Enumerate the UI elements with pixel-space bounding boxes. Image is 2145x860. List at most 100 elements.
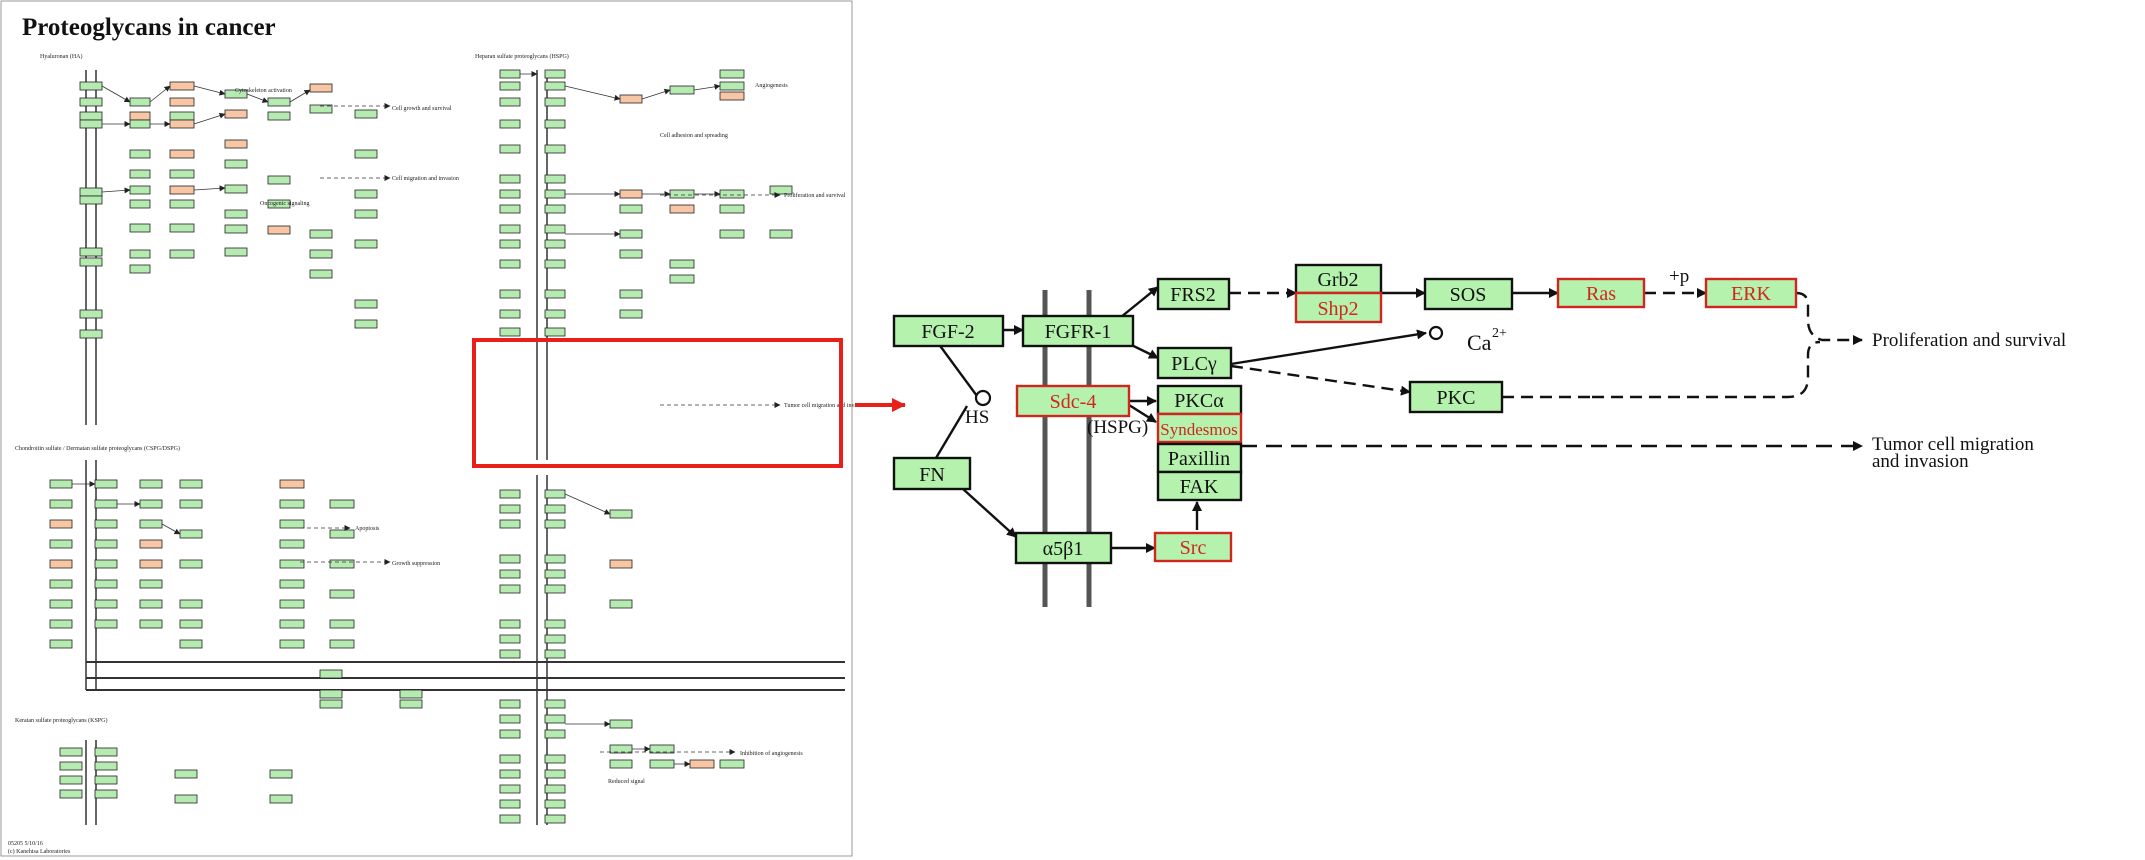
- overview-outcome-oncogenic: Oncogenic signaling: [260, 201, 310, 207]
- mini-node: [499, 584, 521, 594]
- node-pkc: PKC: [1408, 380, 1504, 414]
- mini-node: [544, 259, 566, 269]
- mini-node: [399, 689, 423, 699]
- mini-node: [544, 754, 566, 764]
- mini-node: [94, 579, 118, 589]
- mini-node: [139, 519, 163, 529]
- mini-node: [267, 175, 291, 185]
- mini-node: [309, 249, 333, 259]
- mini-node: [544, 784, 566, 794]
- mini-node: [94, 747, 118, 757]
- mini-node: [59, 747, 83, 757]
- mini-node: [49, 479, 73, 489]
- mini-node: [49, 559, 73, 569]
- mini-node: [544, 619, 566, 629]
- mini-node: [499, 754, 521, 764]
- mini-node: [79, 247, 103, 257]
- section-label-ha: Hyaluronan (HA): [40, 53, 83, 60]
- mini-node: [267, 225, 291, 235]
- mini-node: [309, 229, 333, 239]
- mini-edge: [641, 88, 671, 100]
- overview-footer-copyright: (c) Kanehisa Laboratories: [8, 848, 71, 855]
- mini-node: [619, 309, 643, 319]
- section-label-cspg: Chondroitin sulfate / Dermatan sulfate p…: [15, 445, 180, 452]
- svg-text:SOS: SOS: [1450, 284, 1487, 306]
- mini-node: [499, 204, 521, 214]
- mini-edge: [149, 85, 171, 103]
- svg-text:PKCα: PKCα: [1174, 390, 1224, 412]
- phosphorylation-label: +p: [1669, 266, 1689, 287]
- overview-title: Proteoglycans in cancer: [22, 14, 276, 41]
- mini-node: [139, 599, 163, 609]
- mini-node: [329, 639, 355, 649]
- mini-node: [59, 789, 83, 799]
- svg-text:α5β1: α5β1: [1043, 538, 1084, 560]
- mini-node: [609, 599, 633, 609]
- svg-text:FGF-2: FGF-2: [921, 321, 974, 343]
- mini-node: [319, 689, 343, 699]
- mini-node: [79, 119, 103, 129]
- mini-node: [269, 794, 293, 804]
- edge-plcg-pkc: [1230, 364, 1411, 396]
- mini-node: [129, 97, 151, 107]
- mini-node: [619, 189, 643, 199]
- highlight-box: [472, 338, 843, 468]
- mini-node: [544, 634, 566, 644]
- mini-node: [224, 247, 248, 257]
- mini-edge: [101, 85, 131, 103]
- section-label-hspg: Heparan sulfate proteoglycans (HSPG): [475, 53, 569, 60]
- mini-node: [129, 199, 151, 209]
- mini-node: [94, 499, 118, 509]
- edge-fn-hs: [934, 405, 969, 459]
- mini-node: [59, 775, 83, 785]
- mini-node: [499, 784, 521, 794]
- overview-outcome-migration: Cell migration and invasion: [392, 176, 459, 182]
- mini-node: [544, 289, 566, 299]
- svg-text:Sdc-4: Sdc-4: [1050, 391, 1097, 413]
- mini-node: [129, 185, 151, 195]
- mini-node: [179, 529, 203, 539]
- mini-node: [619, 94, 643, 104]
- edge-plcg-ca: [1230, 329, 1427, 366]
- overview-outcome-proliferation: Proliferation and survival: [784, 192, 846, 199]
- mini-node: [499, 489, 521, 499]
- node-ras: Ras: [1556, 277, 1646, 309]
- mini-node: [279, 559, 305, 569]
- node-fn: FN: [892, 456, 972, 491]
- mini-node: [129, 223, 151, 233]
- mini-node: [179, 619, 203, 629]
- mini-node: [94, 539, 118, 549]
- mini-node: [139, 479, 163, 489]
- overview-mini-pathways: [49, 69, 793, 824]
- mini-node: [544, 489, 566, 499]
- mini-node: [669, 204, 695, 214]
- mini-node: [354, 189, 378, 199]
- mini-node: [329, 619, 355, 629]
- mini-node: [499, 814, 521, 824]
- mini-node: [267, 111, 291, 121]
- mini-node: [499, 119, 521, 129]
- mini-node: [499, 81, 521, 91]
- mini-node: [354, 209, 378, 219]
- hs-label: HS: [965, 407, 989, 428]
- mini-edge: [193, 112, 226, 125]
- mini-node: [94, 479, 118, 489]
- mini-node: [169, 97, 195, 107]
- mini-node: [499, 309, 521, 319]
- mini-node: [499, 699, 521, 709]
- mini-node: [169, 81, 195, 91]
- mini-node: [49, 599, 73, 609]
- mini-node: [49, 619, 73, 629]
- mini-edge: [193, 85, 226, 96]
- node-fgf2: FGF-2: [892, 314, 1005, 348]
- mini-node: [499, 799, 521, 809]
- node-grb2: Grb2: [1294, 263, 1383, 295]
- svg-text:Grb2: Grb2: [1317, 269, 1358, 291]
- mini-node: [224, 139, 248, 149]
- mini-node: [544, 327, 566, 337]
- mini-node: [49, 499, 73, 509]
- mini-node: [179, 639, 203, 649]
- mini-node: [499, 729, 521, 739]
- edge-erk-proliferation: [1795, 291, 1863, 345]
- mini-node: [79, 195, 103, 205]
